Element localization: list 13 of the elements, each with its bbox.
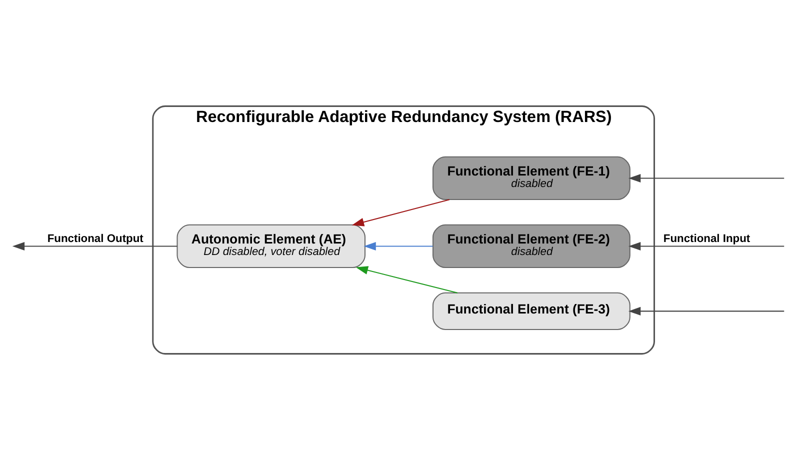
node-box: Functional Element (FE-3) bbox=[432, 292, 630, 330]
arrow bbox=[628, 173, 784, 182]
edge-label: Functional Input bbox=[663, 232, 750, 244]
arrow bbox=[356, 266, 458, 293]
edge-label: Functional Output bbox=[47, 232, 144, 244]
node-box: Functional Element (FE-2) disabled bbox=[432, 224, 630, 268]
arrow bbox=[628, 241, 784, 250]
node-box: Functional Element (FE-1) disabled bbox=[432, 156, 630, 200]
arrow bbox=[364, 241, 433, 250]
arrow bbox=[352, 198, 450, 226]
arrow bbox=[12, 241, 178, 250]
node-box: Autonomic Element (AE) DD disabled, voter disabled bbox=[176, 224, 366, 268]
arrow bbox=[628, 306, 784, 315]
